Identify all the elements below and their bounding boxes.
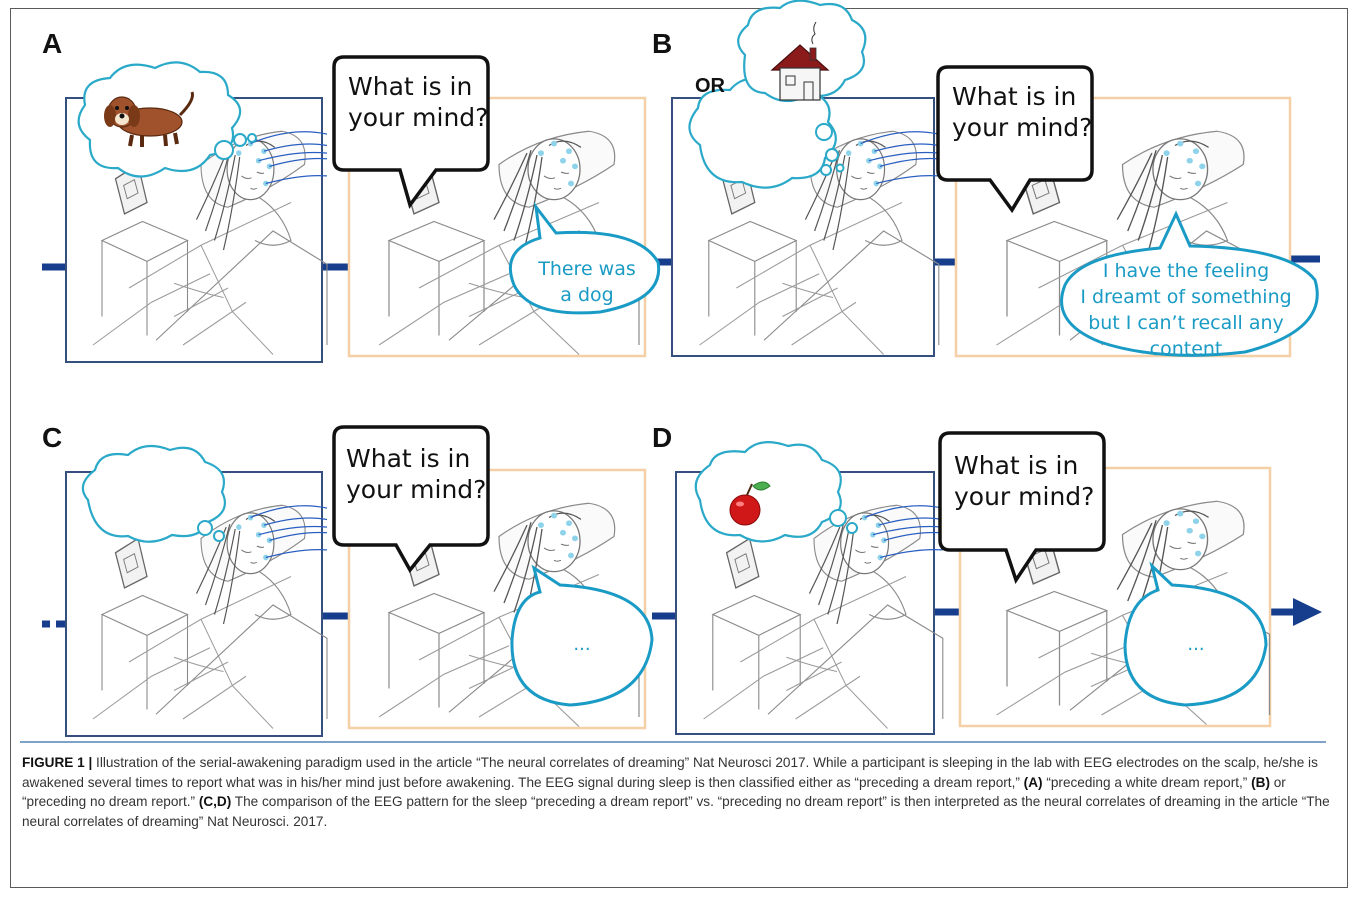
caption-label: FIGURE 1 | [22,755,92,770]
panel-letter-b: B [652,28,672,60]
question-text-a: What is in your mind? [348,71,518,133]
answer-text-b: I have the feeling I dreamt of something… [1058,258,1314,362]
question-line: What is in [952,81,1122,112]
answer-text-c: ... [552,634,612,655]
caption-ref-b: (B) [1251,775,1270,790]
question-line: What is in [954,450,1124,481]
or-label: OR [695,75,725,98]
answer-line: a dog [512,282,662,308]
caption-ref-a: (A) [1024,775,1043,790]
caption-text: “preceding a white dream report,” [1043,775,1252,790]
question-text-c: What is in your mind? [346,443,516,505]
figure-caption: FIGURE 1 | Illustration of the serial-aw… [22,753,1338,831]
caption-ref-cd: (C,D) [199,794,231,809]
question-line: your mind? [348,102,518,133]
caption-separator [20,741,1326,743]
question-text-b: What is in your mind? [952,81,1122,143]
thought-cloud-apple [696,442,841,541]
answer-line: There was [512,256,662,282]
panel-letter-a: A [42,28,62,60]
timeline-arrowhead [1293,598,1322,626]
panel-letter-d: D [652,422,672,454]
answer-text-a: There was a dog [512,256,662,308]
question-line: your mind? [954,481,1124,512]
question-line: What is in [348,71,518,102]
question-line: your mind? [346,474,516,505]
answer-line: I have the feeling [1058,258,1314,284]
answer-line: content [1058,336,1314,362]
answer-line: but I can’t recall any [1058,310,1314,336]
panel-letter-c: C [42,422,62,454]
answer-text-d: ... [1166,634,1226,655]
answer-line: I dreamt of something [1058,284,1314,310]
question-line: What is in [346,443,516,474]
question-text-d: What is in your mind? [954,450,1124,512]
figure-illustration [0,0,1358,750]
question-line: your mind? [952,112,1122,143]
